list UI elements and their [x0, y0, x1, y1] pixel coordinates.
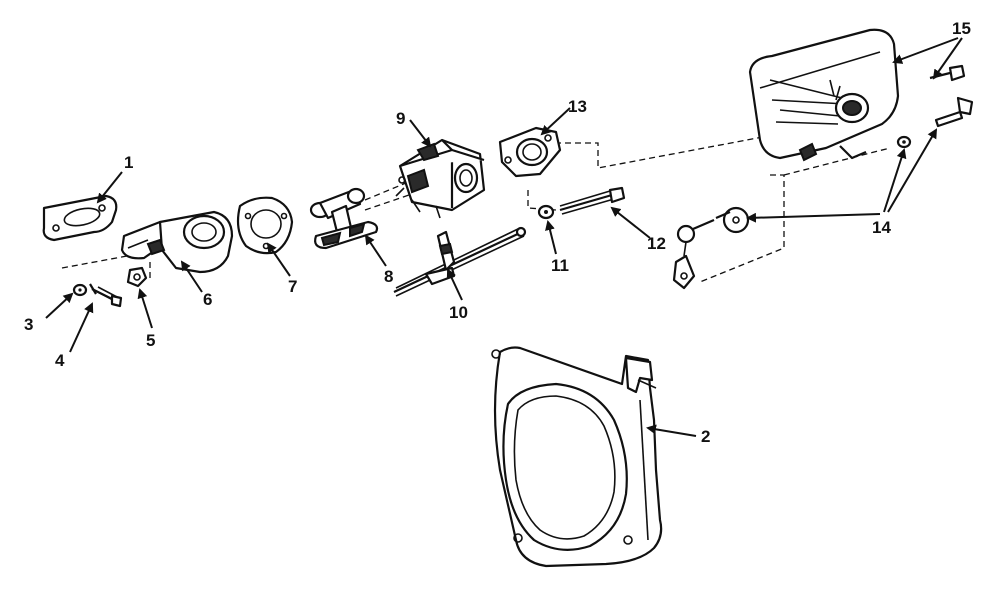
nut-part-11	[537, 204, 555, 220]
washer-part-3	[72, 283, 88, 297]
air-filter-housing-part-15	[748, 28, 900, 162]
screw-part-4	[89, 283, 123, 308]
callout-15: 15	[952, 19, 971, 38]
choke-shaft-part-14	[672, 206, 750, 290]
callout-3: 3	[24, 315, 33, 334]
bolt-part-12	[559, 186, 626, 215]
intake-elbow-part-6	[120, 210, 234, 274]
leader-lines	[45, 37, 963, 437]
gasket-part-1	[42, 194, 118, 242]
callout-5: 5	[146, 331, 155, 350]
callout-labels: 1 2 3 4 5 6 7 8 9 10 11 12 13 14 15	[24, 19, 971, 446]
carburetor-part-9	[395, 138, 486, 219]
callout-8: 8	[384, 267, 393, 286]
callout-2: 2	[701, 427, 710, 446]
nut-part-5	[126, 266, 148, 288]
callout-14: 14	[872, 218, 891, 237]
callout-13: 13	[568, 97, 587, 116]
fan-housing-part-2	[491, 346, 663, 568]
carb-gasket-part-7	[236, 196, 294, 255]
choke-knob-part-14	[896, 96, 974, 149]
throttle-rod-part-10	[393, 226, 527, 297]
callout-4: 4	[55, 351, 65, 370]
callout-10: 10	[449, 303, 468, 322]
flange-part-13	[498, 126, 562, 178]
spacer-part-8	[309, 187, 379, 250]
callout-9: 9	[396, 109, 405, 128]
callout-11: 11	[551, 256, 569, 275]
callout-7: 7	[288, 277, 297, 296]
assembly-guide-lines	[61, 129, 891, 283]
callout-1: 1	[124, 153, 133, 172]
callout-6: 6	[203, 290, 212, 309]
callout-12: 12	[647, 234, 666, 253]
